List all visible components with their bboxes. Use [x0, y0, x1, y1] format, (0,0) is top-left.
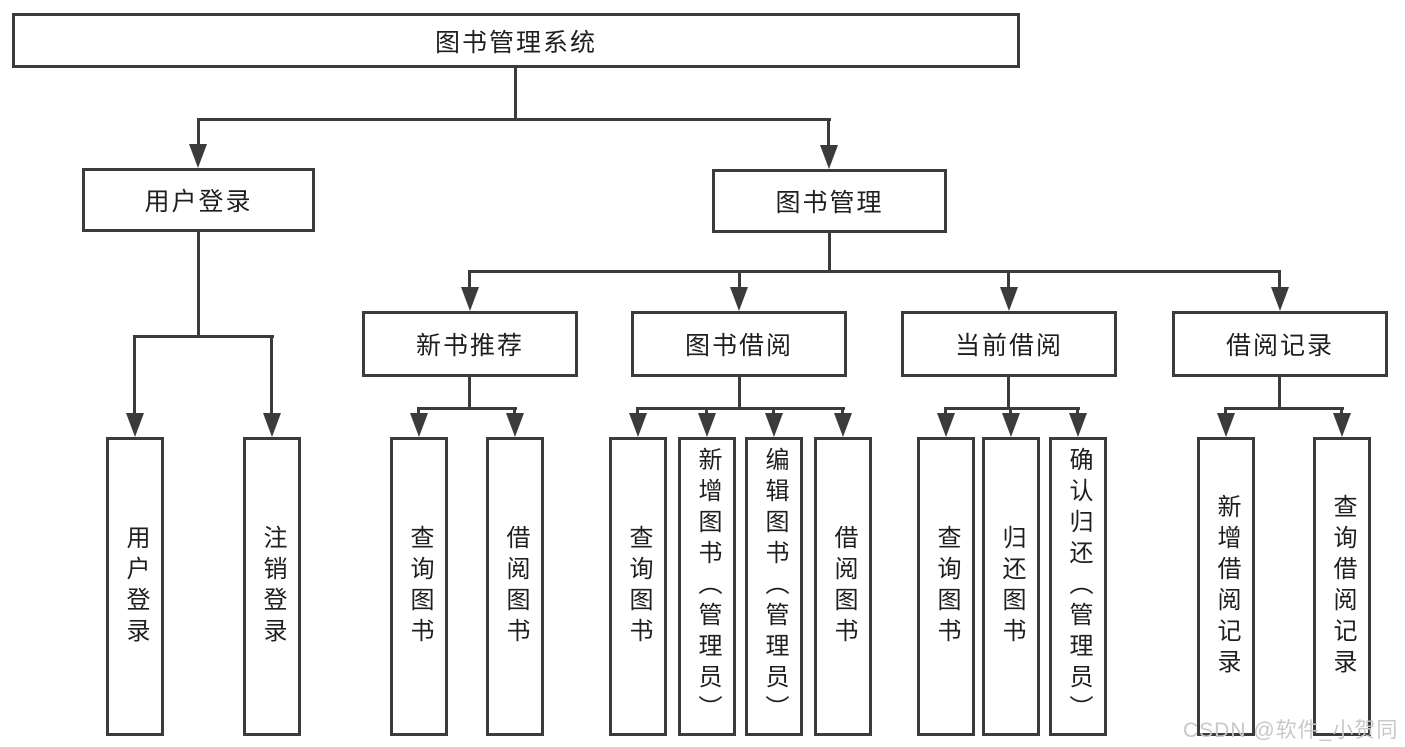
connector-root-stem — [514, 68, 517, 120]
node-root-label: 图书管理系统 — [434, 28, 597, 57]
connector-root-split — [197, 118, 831, 121]
leaf-return-books-label: 归还图书 — [998, 524, 1025, 649]
connector-section-stem — [1007, 377, 1010, 409]
node-book-borrowing: 图书借阅 — [631, 311, 847, 377]
arrow-down-icon — [1271, 287, 1289, 311]
node-borrow-records: 借阅记录 — [1172, 311, 1388, 377]
connector-line — [1278, 270, 1281, 290]
arrow-down-icon — [189, 144, 207, 168]
connector-section-stem — [468, 377, 471, 409]
connector-section-stem — [1278, 377, 1281, 409]
node-root: 图书管理系统 — [12, 13, 1020, 68]
leaf-add-book-admin: 新增图书（管理员） — [678, 437, 736, 736]
connector-book-stem — [828, 233, 831, 273]
leaf-query-borrow-record: 查询借阅记录 — [1313, 437, 1371, 736]
connector-line — [417, 407, 420, 416]
leaf-confirm-return-admin: 确认归还（管理员） — [1049, 437, 1107, 736]
connector-line — [1340, 407, 1343, 416]
arrow-down-icon — [820, 145, 838, 169]
leaf-logout: 注销登录 — [243, 437, 301, 736]
leaf-confirm-return-admin-label: 确认归还（管理员） — [1065, 447, 1092, 726]
leaf-logout-label: 注销登录 — [259, 524, 286, 649]
node-book-management: 图书管理 — [712, 169, 947, 233]
arrow-down-icon — [1333, 413, 1351, 437]
leaf-borrow-books-label: 借阅图书 — [830, 524, 857, 649]
arrow-down-icon — [506, 413, 524, 437]
leaf-borrow-books-recommend-label: 借阅图书 — [502, 524, 529, 649]
arrow-down-icon — [937, 413, 955, 437]
connector-line — [1224, 407, 1227, 416]
arrow-down-icon — [730, 287, 748, 311]
connector-line — [1007, 270, 1010, 290]
leaf-user-login: 用户登录 — [106, 437, 164, 736]
connector-line — [772, 407, 775, 416]
leaf-query-books-current-label: 查询图书 — [933, 524, 960, 649]
connector-line — [841, 407, 844, 416]
csdn-watermark: CSDN @软件_小贺同学 — [1183, 719, 1399, 742]
node-book-borrowing-label: 图书借阅 — [684, 332, 793, 360]
leaf-query-borrow-record-label: 查询借阅记录 — [1329, 493, 1356, 680]
connector-user-split — [133, 335, 274, 338]
node-user-login-label: 用户登录 — [144, 188, 253, 216]
leaf-add-borrow-record: 新增借阅记录 — [1197, 437, 1255, 736]
leaf-user-login-label: 用户登录 — [122, 524, 149, 649]
leaf-query-books-recommend-label: 查询图书 — [406, 524, 433, 649]
arrow-down-icon — [629, 413, 647, 437]
arrow-down-icon — [1000, 287, 1018, 311]
connector-line — [468, 270, 471, 290]
connector-section-split — [636, 407, 845, 410]
arrow-down-icon — [126, 413, 144, 437]
arrow-down-icon — [1217, 413, 1235, 437]
leaf-edit-book-admin-label: 编辑图书（管理员） — [761, 447, 788, 726]
leaf-query-books-recommend: 查询图书 — [390, 437, 448, 736]
leaf-query-books-borrow-label: 查询图书 — [625, 524, 652, 649]
connector-line — [1009, 407, 1012, 416]
arrow-down-icon — [698, 413, 716, 437]
connector-line — [270, 335, 273, 416]
arrow-down-icon — [765, 413, 783, 437]
connector-line — [197, 118, 200, 147]
connector-section-split — [1224, 407, 1344, 410]
leaf-return-books: 归还图书 — [982, 437, 1040, 736]
arrow-down-icon — [1069, 413, 1087, 437]
node-book-management-label: 图书管理 — [775, 189, 884, 217]
connector-book-split — [468, 270, 1281, 273]
leaf-edit-book-admin: 编辑图书（管理员） — [745, 437, 803, 736]
leaf-add-borrow-record-label: 新增借阅记录 — [1213, 493, 1240, 680]
connector-line — [636, 407, 639, 416]
leaf-borrow-books-recommend: 借阅图书 — [486, 437, 544, 736]
node-user-login: 用户登录 — [82, 168, 315, 232]
arrow-down-icon — [263, 413, 281, 437]
leaf-query-books-borrow: 查询图书 — [609, 437, 667, 736]
node-new-book-recommendation-label: 新书推荐 — [415, 332, 524, 360]
leaf-query-books-current: 查询图书 — [917, 437, 975, 736]
connector-line — [1076, 407, 1079, 416]
arrow-down-icon — [834, 413, 852, 437]
connector-line — [513, 407, 516, 416]
connector-line — [738, 270, 741, 290]
connector-section-split — [944, 407, 1080, 410]
connector-user-stem — [197, 232, 200, 337]
connector-section-split — [417, 407, 517, 410]
leaf-add-book-admin-label: 新增图书（管理员） — [694, 447, 721, 726]
connector-line — [944, 407, 947, 416]
arrow-down-icon — [1002, 413, 1020, 437]
connector-line — [705, 407, 708, 416]
leaf-borrow-books: 借阅图书 — [814, 437, 872, 736]
node-current-borrowing: 当前借阅 — [901, 311, 1117, 377]
node-new-book-recommendation: 新书推荐 — [362, 311, 578, 377]
connector-section-stem — [738, 377, 741, 409]
connector-line — [133, 335, 136, 416]
arrow-down-icon — [410, 413, 428, 437]
arrow-down-icon — [461, 287, 479, 311]
connector-line — [827, 118, 830, 148]
node-borrow-records-label: 借阅记录 — [1225, 332, 1334, 360]
node-current-borrowing-label: 当前借阅 — [954, 332, 1063, 360]
